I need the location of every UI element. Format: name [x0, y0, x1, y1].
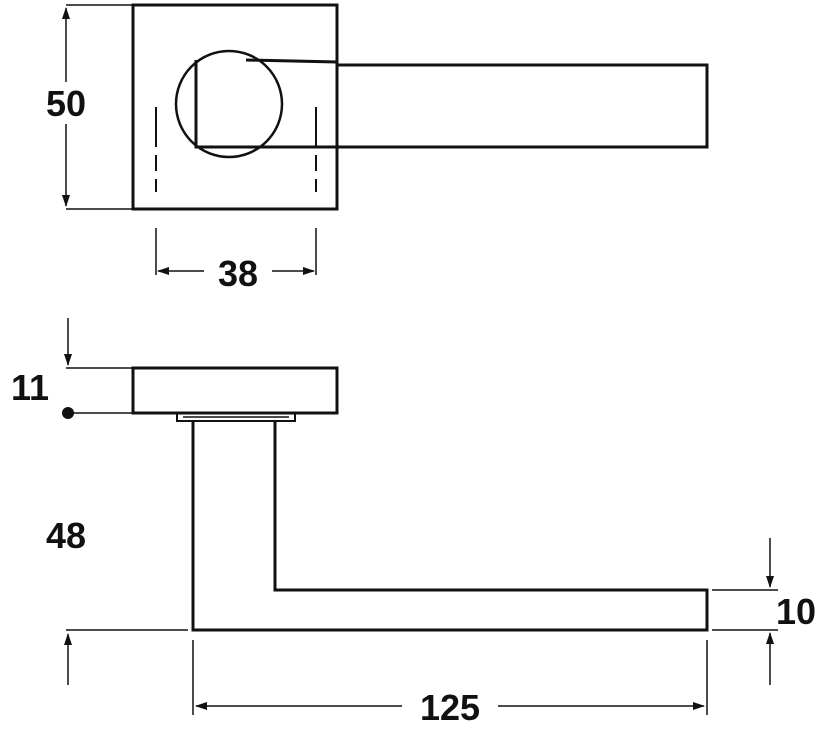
- label-spindle-span: 38: [218, 253, 258, 294]
- square-rose: [131, 3, 339, 211]
- lever-arm-side: [191, 421, 709, 632]
- dimension-rose-thickness: [64, 318, 133, 414]
- label-rose-thickness: 11: [11, 367, 49, 408]
- rose-neck: [176, 413, 296, 422]
- lever-arm-front: [194, 58, 709, 149]
- label-projection: 48: [46, 515, 86, 556]
- front-view: [131, 3, 709, 211]
- label-rose-height: 50: [46, 83, 86, 124]
- label-lever-thickness: 10: [776, 591, 816, 632]
- label-lever-length: 125: [420, 687, 480, 728]
- dimension-dot: [62, 407, 74, 419]
- side-view: [131, 366, 709, 632]
- dimension-lever-thickness: [712, 538, 778, 685]
- rose-boss: [174, 49, 284, 159]
- dimension-projection: [64, 629, 188, 685]
- rose-plate-side: [131, 366, 339, 415]
